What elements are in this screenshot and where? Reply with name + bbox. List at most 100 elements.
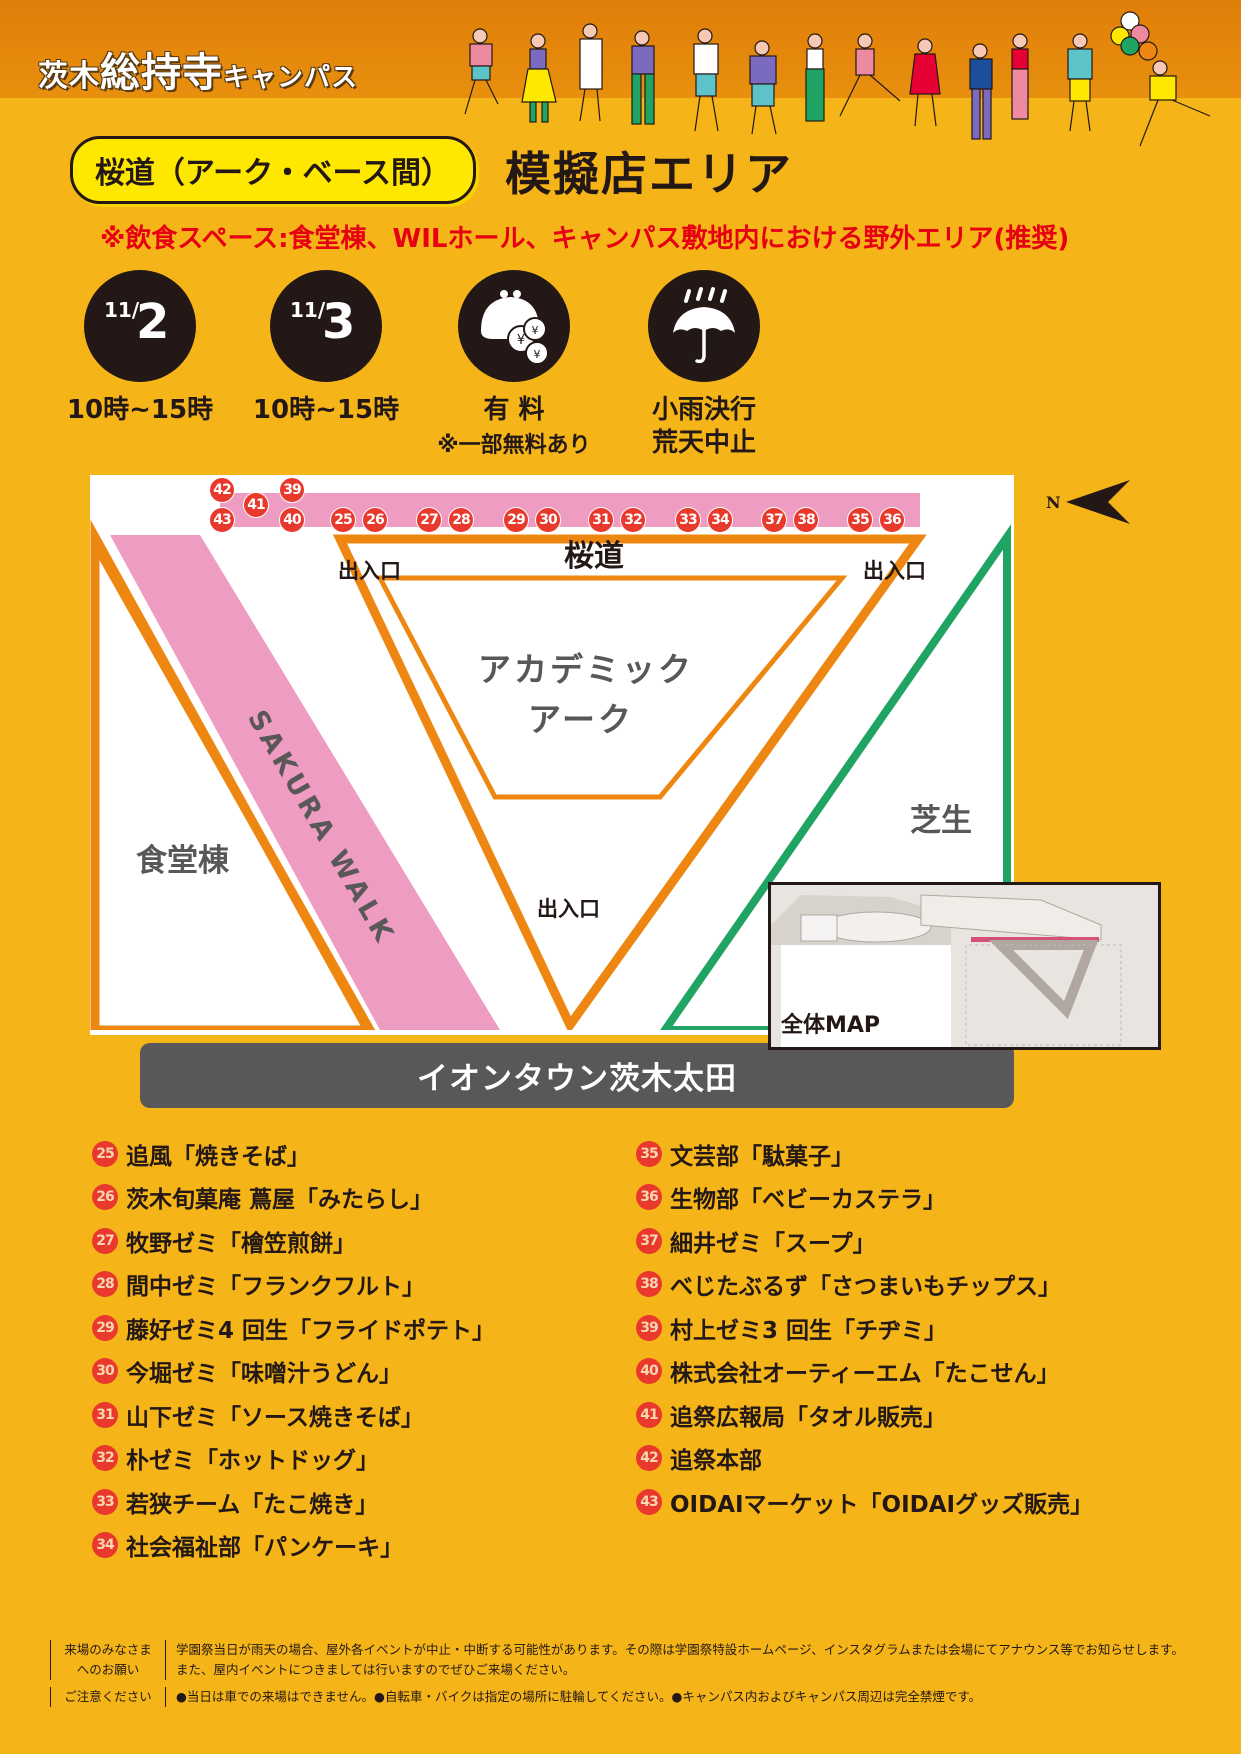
overview-map-thumbnail[interactable]: 全体MAP xyxy=(768,882,1161,1050)
brand-suffix: キャンパス xyxy=(223,63,359,93)
stall-number-badge: 32 xyxy=(92,1445,118,1472)
academic-arc-label-2: アーク xyxy=(528,700,635,739)
stall-marker-40[interactable]: 40 xyxy=(279,507,305,533)
page-title: 模擬店エリア xyxy=(505,147,793,201)
calendar-date-icon: 11/ 3 xyxy=(270,270,382,382)
list-item: 29 藤好ゼミ4 回生「フライドポテト」 xyxy=(92,1306,495,1350)
stall-name: 山下ゼミ「ソース焼きそば」 xyxy=(126,1404,424,1431)
stall-marker-42[interactable]: 42 xyxy=(209,477,235,503)
people-dancing-illustration xyxy=(464,11,1211,147)
stall-number-badge: 38 xyxy=(636,1271,662,1298)
svg-text:¥: ¥ xyxy=(517,333,525,348)
stall-marker-36[interactable]: 36 xyxy=(879,507,905,533)
stall-number-badge: 36 xyxy=(636,1184,662,1211)
stall-number-badge: 25 xyxy=(92,1140,118,1167)
stall-marker-25[interactable]: 25 xyxy=(330,507,356,533)
stall-name: 追祭広報局「タオル販売」 xyxy=(670,1404,946,1431)
stall-marker-32[interactable]: 32 xyxy=(620,507,646,533)
stall-name: 藤好ゼミ4 回生「フライドポテト」 xyxy=(126,1317,496,1344)
info-date-nov3: 11/ 3 10時~15時 xyxy=(236,270,416,427)
stall-name: 間中ゼミ「フランクフルト」 xyxy=(126,1274,425,1301)
stall-number-badge: 42 xyxy=(636,1445,662,1472)
sakura-road-label: 桜道 xyxy=(564,539,624,574)
stall-name: 生物部「ベビーカステラ」 xyxy=(670,1187,946,1214)
stall-marker-35[interactable]: 35 xyxy=(847,507,873,533)
entrance-label-right: 出入口 xyxy=(863,559,926,583)
stall-marker-27[interactable]: 27 xyxy=(416,507,442,533)
notice-body: 学園祭当日が雨天の場合、屋外各イベントが中止・中断する可能性があります。その際は… xyxy=(176,1642,1184,1677)
caution-heading: ご注意ください xyxy=(50,1687,166,1707)
entrance-label-bottom: 出入口 xyxy=(537,897,600,921)
weather-label: 小雨決行 xyxy=(651,395,756,425)
stall-marker-33[interactable]: 33 xyxy=(675,507,701,533)
stall-number-badge: 31 xyxy=(92,1401,118,1428)
fee-label: 有 料 xyxy=(483,395,545,425)
lawn-label: 芝生 xyxy=(910,803,972,839)
stall-number-badge: 29 xyxy=(92,1314,118,1341)
stall-number-badge: 40 xyxy=(636,1358,662,1385)
brand-prefix: 茨木 xyxy=(38,59,100,94)
stall-marker-30[interactable]: 30 xyxy=(535,507,561,533)
coin-purse-icon: ¥ ¥ ¥ xyxy=(458,270,570,382)
list-item: 36 生物部「ベビーカステラ」 xyxy=(636,1176,1093,1220)
svg-text:¥: ¥ xyxy=(532,324,539,337)
list-item: 43 OIDAIマーケット「OIDAIグッズ販売」 xyxy=(636,1480,1093,1524)
stall-marker-43[interactable]: 43 xyxy=(209,507,235,533)
svg-text:¥: ¥ xyxy=(534,348,541,361)
hours-label: 10時~15時 xyxy=(252,395,400,425)
stall-number-badge: 35 xyxy=(636,1140,662,1167)
list-item: 27 牧野ゼミ「檜笠煎餅」 xyxy=(92,1219,495,1263)
stall-marker-39[interactable]: 39 xyxy=(279,477,305,503)
hours-label: 10時~15時 xyxy=(66,395,214,425)
stall-number-badge: 27 xyxy=(92,1227,118,1254)
stall-name: 牧野ゼミ「檜笠煎餅」 xyxy=(126,1230,356,1257)
academic-arc-label: アカデミック xyxy=(478,650,694,689)
list-item: 37 細井ゼミ「スープ」 xyxy=(636,1219,1093,1263)
stall-number-badge: 43 xyxy=(636,1488,662,1515)
calendar-date-icon: 11/ 2 xyxy=(84,270,196,382)
stall-marker-31[interactable]: 31 xyxy=(588,507,614,533)
stall-marker-37[interactable]: 37 xyxy=(761,507,787,533)
stall-number-badge: 39 xyxy=(636,1314,662,1341)
stall-name: 今堀ゼミ「味噌汁うどん」 xyxy=(126,1361,402,1388)
svg-text:N: N xyxy=(1046,493,1061,512)
caution-body: ●当日は車での来場はできません。●自転車・バイクは指定の場所に駐輪してください。… xyxy=(176,1689,982,1704)
stall-marker-34[interactable]: 34 xyxy=(707,507,733,533)
aeon-town-road: イオンタウン茨木太田 xyxy=(140,1043,1014,1108)
list-item: 30 今堀ゼミ「味噌汁うどん」 xyxy=(92,1350,495,1394)
entrance-label-left: 出入口 xyxy=(338,559,401,583)
visitor-request-notice: 来場のみなさま へのお願い 学園祭当日が雨天の場合、屋外各イベントが中止・中断す… xyxy=(50,1640,1184,1680)
list-item: 39 村上ゼミ3 回生「チヂミ」 xyxy=(636,1306,1093,1350)
info-fee: ¥ ¥ ¥ 有 料 ※一部無料あり xyxy=(424,270,604,459)
overview-map-label: 全体MAP xyxy=(781,1013,881,1038)
stall-marker-28[interactable]: 28 xyxy=(448,507,474,533)
stall-marker-26[interactable]: 26 xyxy=(362,507,388,533)
stall-marker-38[interactable]: 38 xyxy=(793,507,819,533)
stall-number-badge: 26 xyxy=(92,1184,118,1211)
brand-main: 総持寺 xyxy=(100,50,223,96)
header-band xyxy=(0,0,1241,98)
stall-number-badge: 37 xyxy=(636,1227,662,1254)
list-item: 31 山下ゼミ「ソース焼きそば」 xyxy=(92,1393,495,1437)
info-weather: 小雨決行 荒天中止 xyxy=(614,270,794,459)
caution-notice: ご注意ください ●当日は車での来場はできません。●自転車・バイクは指定の場所に駐… xyxy=(50,1687,981,1707)
stall-number-badge: 33 xyxy=(92,1488,118,1515)
stall-number-badge: 30 xyxy=(92,1358,118,1385)
stall-marker-41[interactable]: 41 xyxy=(243,492,269,518)
stall-name: OIDAIマーケット「OIDAIグッズ販売」 xyxy=(670,1491,1094,1518)
stall-name: 細井ゼミ「スープ」 xyxy=(670,1230,876,1257)
info-date-nov2: 11/ 2 10時~15時 xyxy=(50,270,230,427)
stall-marker-29[interactable]: 29 xyxy=(503,507,529,533)
stall-name: 村上ゼミ3 回生「チヂミ」 xyxy=(670,1317,948,1344)
stall-number-badge: 34 xyxy=(92,1532,118,1559)
location-pill: 桜道（アーク・ベース間） xyxy=(70,136,476,204)
weather-sublabel: 荒天中止 xyxy=(651,427,756,458)
stall-name: 朴ゼミ「ホットドッグ」 xyxy=(126,1448,379,1475)
